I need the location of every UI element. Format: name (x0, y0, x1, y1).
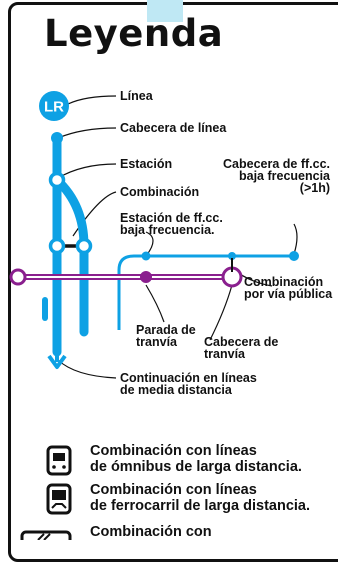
plane-icon (20, 530, 72, 540)
continuation-arrow (47, 354, 67, 369)
legend-train-line1: Combinación con líneas (90, 482, 257, 498)
label-comb-via-2: por vía pública (244, 287, 333, 301)
railway-line (117, 254, 294, 330)
railway-station-dot (141, 251, 151, 261)
combination-dot-left (48, 237, 66, 255)
combination-dot-right (75, 237, 93, 255)
label-cab-tranvia-1: Cabecera de (204, 335, 279, 349)
railway-terminal-dot (289, 251, 299, 261)
legend-plane-line1: Combinación con (90, 524, 212, 540)
label-estacion-ffcc-2: baja frecuencia. (120, 223, 215, 237)
header-tab (147, 0, 183, 22)
label-combinacion: Combinación (120, 185, 200, 199)
label-continuacion-1: Continuación en líneas (120, 371, 257, 385)
label-continuacion-2: de media distancia (120, 383, 232, 397)
legend-diagram: LR (9, 91, 299, 540)
label-estacion-ffcc-1: Estación de ff.cc. (120, 211, 223, 225)
label-cabecera-linea: Cabecera de línea (120, 121, 227, 135)
bus-icon (46, 445, 72, 476)
legend-bus-line1: Combinación con líneas (90, 443, 257, 459)
train-icon (46, 483, 72, 515)
label-cabecera-ffcc-1: Cabecera de ff.cc. (223, 157, 330, 171)
label-parada-1: Parada de (136, 323, 196, 337)
label-linea: Línea (120, 89, 153, 103)
label-cab-tranvia-2: tranvía (204, 347, 245, 361)
legend-item-bus: Combinación con líneas de ómnibus de lar… (44, 443, 334, 483)
legend-item-train: Combinación con líneas de ferrocarril de… (44, 482, 334, 522)
legend-train-line2: de ferrocarril de larga distancia. (90, 498, 311, 514)
label-cabecera-ffcc-3: (>1h) (299, 181, 330, 195)
line-terminal-dot (51, 132, 63, 144)
tram-stop-dot (140, 271, 152, 283)
legend-item-plane: Combinación con (44, 524, 334, 564)
tram-terminal-left (9, 268, 27, 286)
line-badge-icon (39, 91, 69, 121)
railway-connection-dot (228, 252, 236, 260)
legend-bus-line2: de ómnibus de larga distancia. (90, 459, 302, 475)
label-parada-2: tranvía (136, 335, 177, 349)
label-estacion: Estación (120, 157, 173, 171)
page-title: Leyenda (44, 12, 224, 55)
station-dot (48, 171, 66, 189)
label-cabecera-ffcc-2: baja frecuencia (238, 169, 330, 183)
label-comb-via-1: Combinación (244, 275, 324, 289)
line-badge-text: LR (44, 99, 64, 116)
